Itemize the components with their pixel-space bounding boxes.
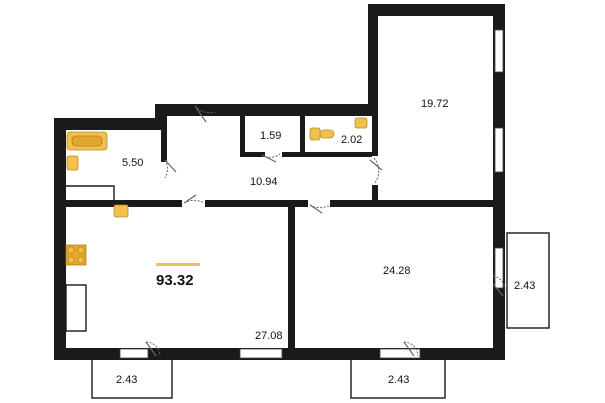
kitchen-appliance	[65, 284, 87, 332]
room-area-wc: 1.59	[260, 130, 281, 142]
kitchen-counter	[66, 185, 115, 200]
walls	[54, 4, 505, 360]
balcony-right	[506, 232, 550, 329]
toilet-icon	[309, 127, 321, 141]
sink-icon	[354, 117, 368, 129]
toilet-seat	[319, 129, 335, 139]
room-area-balcony-right: 2.43	[514, 280, 535, 292]
stove-icon	[65, 244, 87, 266]
room-area-hall: 10.94	[250, 176, 278, 188]
room-area-balcony-left: 2.43	[116, 374, 137, 386]
sink-icon	[66, 155, 79, 171]
room-area-bathroom: 5.50	[122, 157, 143, 169]
room-area-kitchen-living: 27.08	[255, 330, 283, 342]
total-area: 93.32	[156, 272, 194, 289]
door-icon	[145, 105, 506, 357]
room-area-balcony-mid: 2.43	[388, 374, 409, 386]
room-area-bedroom-main: 24.28	[383, 265, 411, 277]
room-area-storage: 2.02	[341, 134, 362, 146]
room-area-bedroom-top: 19.72	[421, 98, 449, 110]
window-icon	[119, 29, 504, 359]
bathtub-inner	[71, 135, 103, 147]
total-area-accent	[156, 263, 200, 266]
sink-icon	[113, 204, 129, 218]
